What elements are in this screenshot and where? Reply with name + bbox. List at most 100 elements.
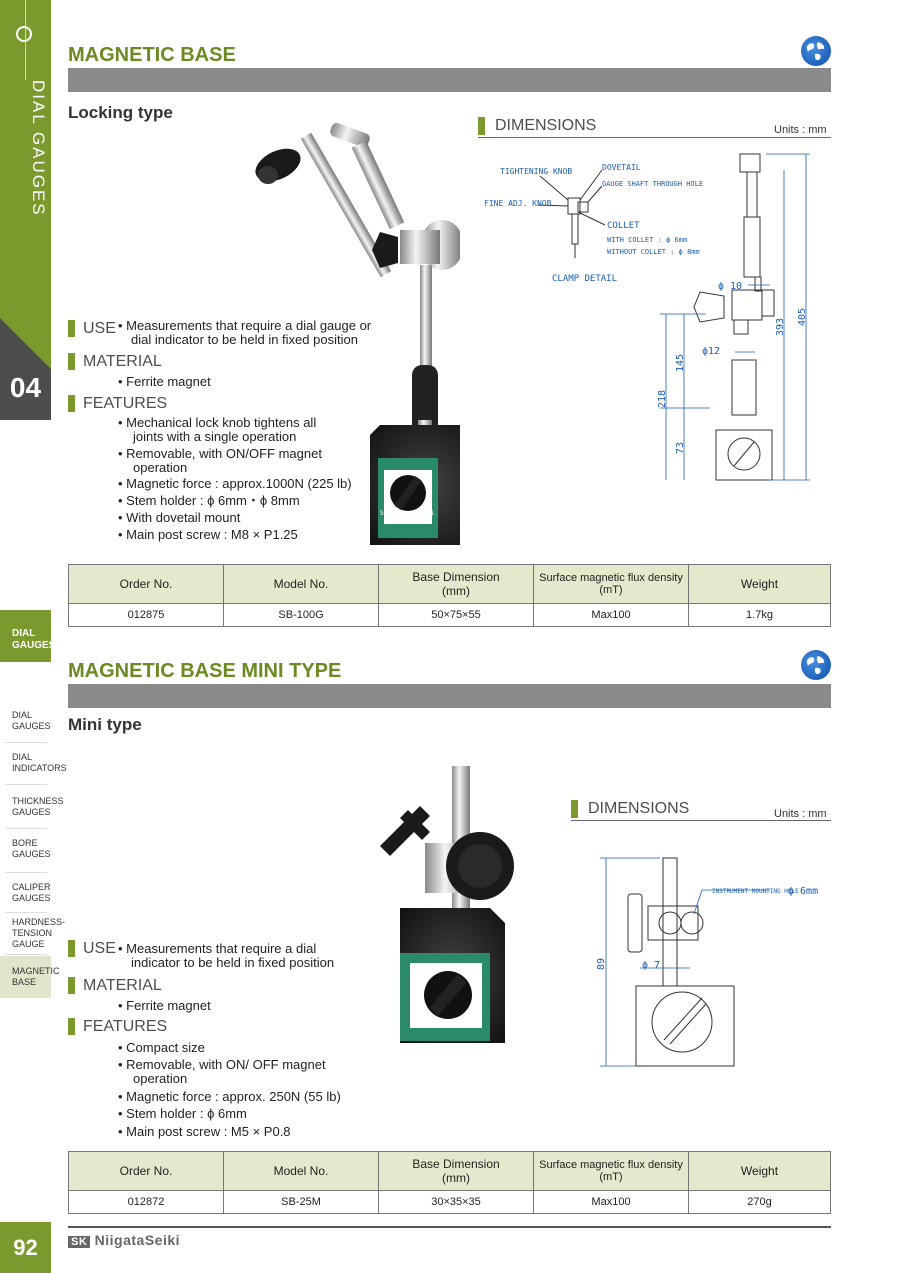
- feature-item: • Stem holder : ϕ 6mm・ϕ 8mm: [118, 493, 300, 508]
- table-header-cell: Base Dimension(mm): [378, 564, 534, 604]
- feature-item: • Removable, with ON/ OFF magnet: [118, 1057, 326, 1072]
- dim-phi6: ϕ 6mm: [788, 886, 818, 897]
- label-fine-adj-knob: FINE ADJ. KNOB: [484, 199, 552, 208]
- base-dimension-cell: 30×35×35: [378, 1190, 534, 1214]
- dim-phi7: ϕ 7: [642, 960, 660, 971]
- weight-cell: 270g: [688, 1190, 831, 1214]
- order-no-cell: 012872: [68, 1190, 224, 1214]
- section1-features-label: FEATURES: [68, 395, 167, 412]
- table-header-row: Order No. Model No. Base Dimension(mm) S…: [68, 1151, 831, 1191]
- section2-subtitle: Mini type: [68, 715, 142, 734]
- feature-item: • Main post screw : M5 × P0.8: [118, 1124, 291, 1139]
- table-header-cell: Order No.: [68, 1151, 224, 1191]
- section1-use-text: • Measurements that require a dial gauge…: [118, 318, 372, 333]
- dim-405: 405: [797, 308, 808, 326]
- label-tightening-knob: TIGHTENING KNOB: [500, 167, 572, 176]
- nav-divider: [5, 954, 47, 955]
- dim-218: 218: [657, 390, 668, 408]
- mini-base-dimension-drawing: INSTRUMENT MOUNTING HOLE ϕ 6mm ϕ 7 89: [596, 857, 818, 1067]
- dim-89: 89: [596, 958, 607, 970]
- section1-units: Units : mm: [774, 124, 827, 136]
- feature-item: • Magnetic force : approx.1000N (225 lb): [118, 476, 352, 491]
- nav-item-hardness-tension[interactable]: HARDNESS-TENSION GAUGE: [12, 917, 66, 949]
- table-header-cell: Weight: [688, 1151, 831, 1191]
- feature-item: • Removable, with ON/OFF magnet: [118, 446, 322, 461]
- globe-icon: [801, 36, 831, 66]
- label-mounting-hole: INSTRUMENT MOUNTING HOLE: [712, 888, 799, 895]
- locking-base-dimension-drawing: TIGHTENING KNOB DOVETAIL GAUGE SHAFT THR…: [484, 153, 810, 481]
- feature-item: operation: [133, 1071, 188, 1086]
- section2-use-label: USE: [68, 940, 116, 957]
- section2-features-label: FEATURES: [68, 1018, 167, 1035]
- section2-use-text-2: indicator to be held in fixed position: [131, 955, 335, 970]
- label-gauge-shaft: GAUGE SHAFT THROUGH HOLE: [602, 180, 703, 188]
- section1-spec-table: Order No. Model No. Base Dimension(mm) S…: [68, 564, 831, 627]
- section1-use-text-2: dial indicator to be held in fixed posit…: [131, 332, 358, 347]
- feature-item: • With dovetail mount: [118, 510, 241, 525]
- nav-item-magnetic-base[interactable]: MAGNETIC BASE: [0, 956, 60, 998]
- page-number: 92: [0, 1222, 51, 1273]
- footer-brand-logo: SK NiigataSeiki: [68, 1232, 180, 1248]
- label-with-collet: WITH COLLET : ϕ 6mm: [607, 236, 687, 244]
- dim-145: 145: [675, 354, 686, 372]
- feature-item: • Main post screw : M8 × P1.25: [118, 527, 298, 542]
- nav-divider: [5, 742, 47, 743]
- section2-title: MAGNETIC BASE MINI TYPE: [68, 660, 342, 682]
- nav-item-bore-gauges[interactable]: BORE GAUGES: [12, 838, 51, 859]
- section2-material-label: MATERIAL: [68, 977, 162, 994]
- label-clamp-detail: CLAMP DETAIL: [552, 274, 617, 284]
- nav-item-thickness-gauges[interactable]: THICKNESS GAUGES: [12, 796, 64, 817]
- nav-divider: [5, 912, 47, 913]
- section2-dimensions-rule: [571, 820, 831, 821]
- nav-item-caliper-gauges[interactable]: CALIPER GAUGES: [12, 882, 51, 903]
- mini-base-photo: [380, 766, 514, 1043]
- section1-title: MAGNETIC BASE: [68, 44, 236, 66]
- nav-item-dial-indicators[interactable]: DIAL INDICATORS: [12, 752, 67, 773]
- table-header-cell: Model No.: [223, 1151, 379, 1191]
- feature-item: • Compact size: [118, 1040, 205, 1055]
- dial-gauge-icon: [16, 26, 32, 42]
- base-dimension-cell: 50×75×55: [378, 603, 534, 627]
- model-no-cell: SB-100G: [223, 603, 379, 627]
- brand-plate-text: SK NiigataSeiki: [380, 510, 435, 517]
- dim-73: 73: [675, 442, 686, 454]
- sidebar-vertical-title: DIAL GAUGES: [29, 80, 48, 217]
- feature-item: • Mechanical lock knob tightens all: [118, 415, 317, 430]
- dim-phi12: ϕ12: [702, 346, 720, 357]
- section2-spec-table: Order No. Model No. Base Dimension(mm) S…: [68, 1151, 831, 1214]
- brand-name: NiigataSeiki: [94, 1232, 181, 1248]
- label-without-collet: WITHOUT COLLET : ϕ 8mm: [607, 248, 700, 256]
- section2-use-text: • Measurements that require a dial: [118, 941, 317, 956]
- section1-dimensions-label: DIMENSIONS: [478, 117, 596, 135]
- feature-item: operation: [133, 460, 188, 475]
- table-header-cell: Model No.: [223, 564, 379, 604]
- table-header-cell: Weight: [688, 564, 831, 604]
- nav-item-dial-gauges[interactable]: DIAL GAUGES: [12, 710, 51, 731]
- table-row: 012875 SB-100G 50×75×55 Max100 1.7kg: [68, 603, 831, 627]
- section1-header-bar: [68, 68, 831, 92]
- section1-use-label: USE: [68, 320, 116, 337]
- feature-item: joints with a single operation: [133, 429, 297, 444]
- section1-dimensions-rule: [478, 137, 831, 138]
- dim-phi10: ϕ 10: [718, 281, 742, 292]
- feature-item: • Magnetic force : approx. 250N (55 lb): [118, 1089, 341, 1104]
- section1-subtitle: Locking type: [68, 103, 173, 122]
- feature-item: • Stem holder : ϕ 6mm: [118, 1106, 247, 1121]
- section2-header-bar: [68, 684, 831, 708]
- model-no-cell: SB-25M: [223, 1190, 379, 1214]
- chapter-number: 04: [9, 372, 42, 403]
- table-header-cell: Order No.: [68, 564, 224, 604]
- nav-active-tab[interactable]: DIAL GAUGES: [0, 610, 55, 662]
- section2-units: Units : mm: [774, 808, 827, 820]
- flux-density-cell: Max100: [533, 1190, 689, 1214]
- weight-cell: 1.7kg: [688, 603, 831, 627]
- nav-divider: [5, 784, 47, 785]
- footer-rule: [68, 1226, 831, 1228]
- section1-material-label: MATERIAL: [68, 353, 162, 370]
- dim-393: 393: [775, 318, 786, 336]
- brand-mark: SK: [68, 1236, 91, 1248]
- table-header-cell: Surface magnetic flux density(mT): [533, 564, 689, 604]
- label-dovetail: DOVETAIL: [602, 163, 641, 172]
- label-collet: COLLET: [607, 221, 640, 231]
- table-row: 012872 SB-25M 30×35×35 Max100 270g: [68, 1190, 831, 1214]
